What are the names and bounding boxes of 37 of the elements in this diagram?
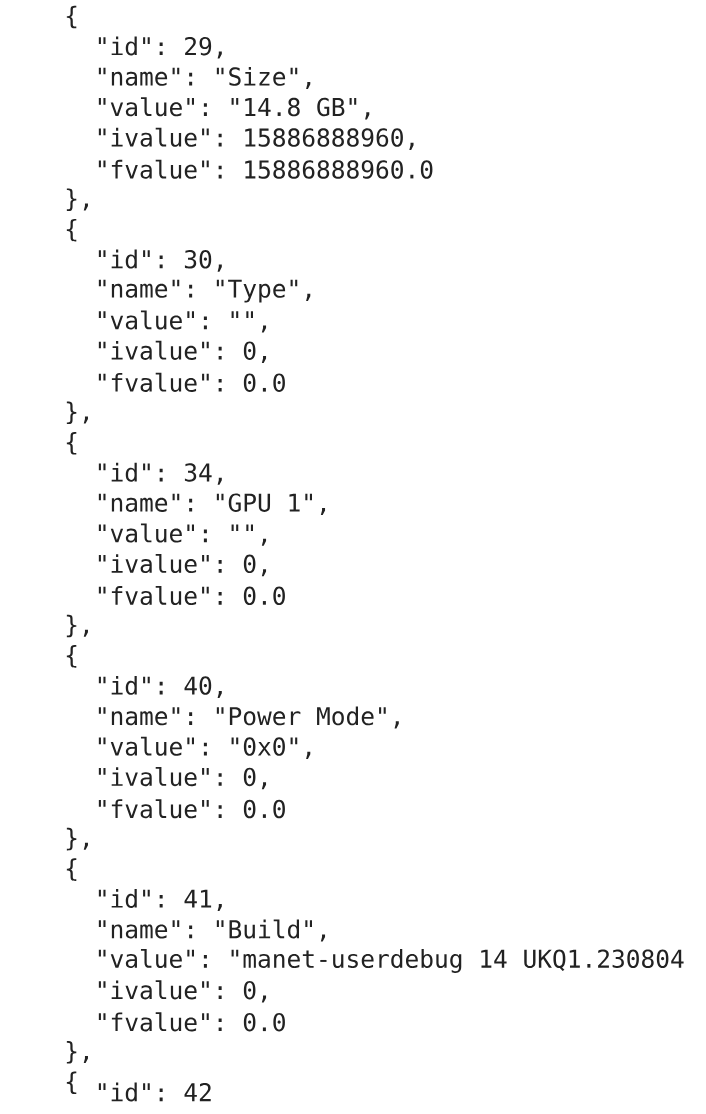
code-line: "fvalue": 0.0 — [98, 585, 285, 606]
code-line: "ivalue": 0, — [98, 980, 267, 1003]
code-line: { — [66, 1071, 77, 1095]
code-line: }, — [66, 1041, 88, 1064]
code-line: "name": "Build", — [98, 919, 326, 942]
code-line: { — [66, 5, 77, 29]
code-line: }, — [66, 401, 88, 425]
code-line: "id": 30, — [98, 249, 222, 272]
code-line: "id": 40, — [98, 675, 222, 698]
code-line: "name": "Size", — [98, 66, 311, 89]
code-line: }, — [66, 614, 88, 638]
code-line: { — [66, 858, 77, 881]
code-line: "ivalue": 0, — [98, 767, 267, 790]
code-line: "fvalue": 0.0 — [98, 1012, 285, 1032]
code-line: { — [66, 645, 77, 668]
code-line: "value": "manet-userdebug 14 UKQ1.230804 — [98, 948, 684, 973]
code-line: { — [66, 432, 77, 455]
code-line: "id": 34, — [98, 462, 222, 485]
code-line: "value": "0x0", — [98, 736, 311, 759]
code-line: "name": "Power Mode", — [98, 706, 399, 729]
code-line: "ivalue": 0, — [98, 554, 267, 577]
code-line: "value": "", — [98, 310, 267, 333]
code-line: "name": "GPU 1", — [98, 493, 326, 515]
code-line: "fvalue": 0.0 — [98, 799, 285, 819]
code-line: "ivalue": 0, — [98, 340, 267, 363]
code-line: "fvalue": 0.0 — [98, 372, 285, 392]
code-line: "ivalue": 15886888960, — [98, 127, 414, 150]
code-line: { — [66, 218, 77, 242]
code-line: "id": 29, — [98, 36, 222, 59]
code-line: }, — [66, 188, 88, 211]
code-line: "value": "", — [98, 523, 267, 546]
code-line: "name": "Type", — [98, 279, 311, 303]
code-line: "id": 41, — [98, 889, 222, 912]
code-line: }, — [66, 827, 88, 851]
code-line: "value": "14.8 GB", — [98, 97, 370, 120]
code-line: "fvalue": 15886888960.0 — [98, 159, 433, 179]
code-line: "id": 42 — [98, 1082, 211, 1102]
